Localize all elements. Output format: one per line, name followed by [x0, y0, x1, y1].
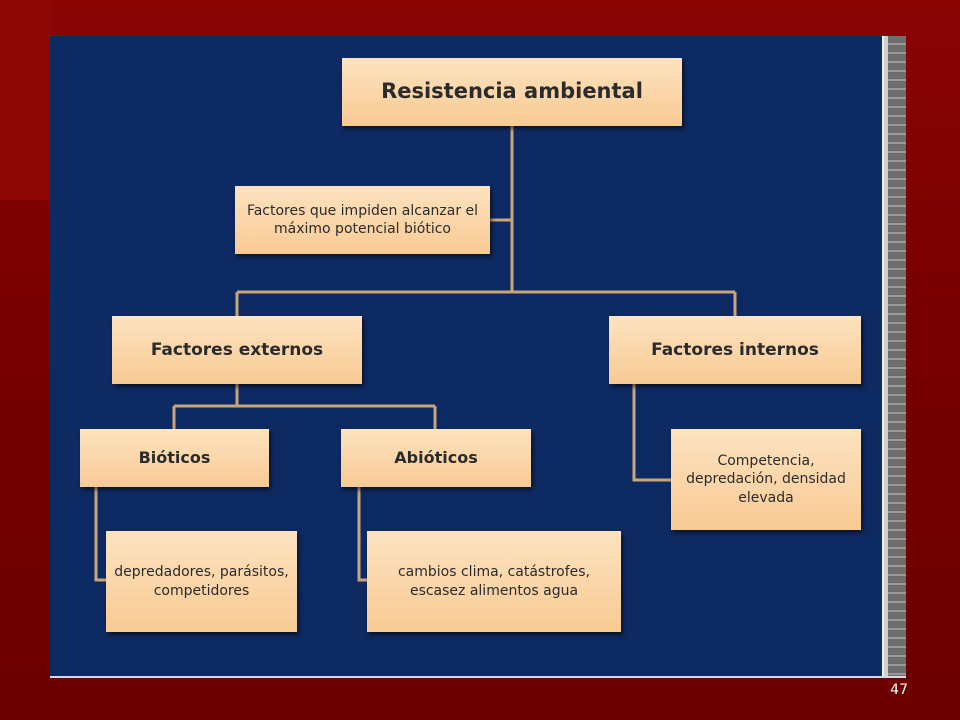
- film-strip-perforation: [888, 36, 906, 676]
- slide-background-band: [0, 0, 52, 200]
- node-internal-label: Factores internos: [651, 339, 819, 360]
- node-abioticos-description-label: cambios clima, catástrofes, escasez alim…: [397, 564, 591, 599]
- node-bioticos-description-label: depredadores, parásitos, competidores: [114, 564, 289, 599]
- node-root: Resistencia ambiental: [342, 58, 682, 126]
- page-number: 47: [890, 682, 908, 698]
- node-abioticos-description: cambios clima, catástrofes, escasez alim…: [367, 531, 621, 632]
- node-internal-description: Competencia, depredación, densidad eleva…: [671, 429, 861, 530]
- film-strip-edge: [884, 36, 888, 676]
- connector-abioticos-desc: [357, 487, 367, 582]
- node-bioticos: Bióticos: [80, 429, 269, 487]
- connector-internal-desc: [632, 384, 671, 482]
- node-external: Factores externos: [112, 316, 362, 384]
- node-bioticos-label: Bióticos: [138, 447, 211, 467]
- node-definition-label: Factores que impiden alcanzar el máximo …: [246, 202, 479, 237]
- panel-bottom-line: [50, 676, 906, 678]
- node-external-label: Factores externos: [150, 339, 324, 360]
- node-definition: Factores que impiden alcanzar el máximo …: [235, 186, 490, 254]
- node-abioticos-label: Abióticos: [394, 447, 478, 467]
- film-strip-decoration: [882, 36, 906, 676]
- connector-bioticos-desc: [94, 487, 106, 582]
- node-bioticos-description: depredadores, parásitos, competidores: [106, 531, 297, 632]
- node-abioticos: Abióticos: [341, 429, 531, 487]
- node-root-label: Resistencia ambiental: [381, 79, 643, 104]
- node-internal-description-label: Competencia, depredación, densidad eleva…: [686, 453, 846, 506]
- node-internal: Factores internos: [609, 316, 861, 384]
